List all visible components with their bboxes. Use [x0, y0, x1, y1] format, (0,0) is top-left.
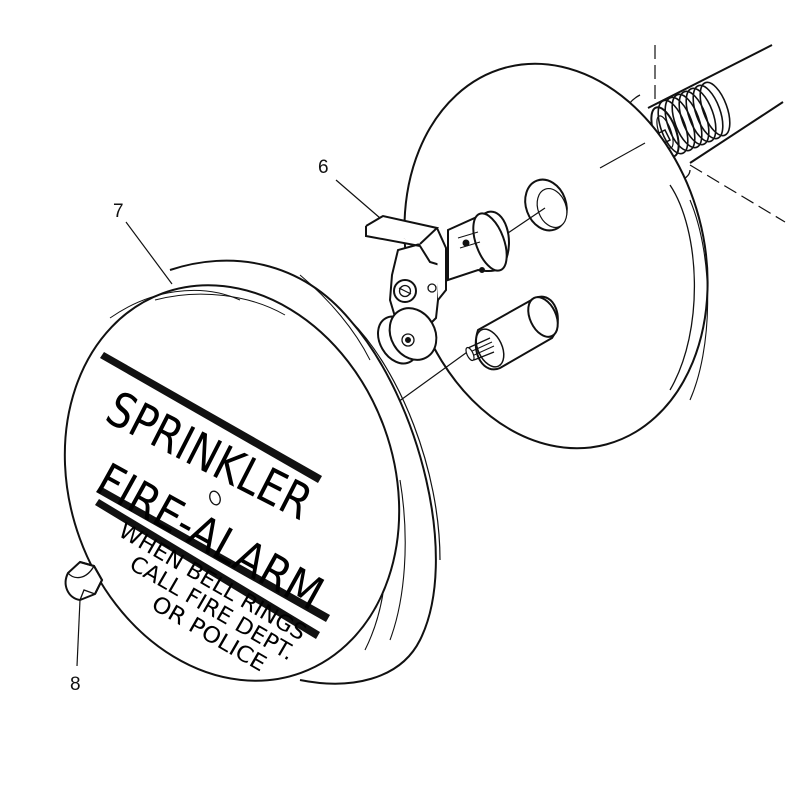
standoff-post	[465, 295, 559, 371]
callout-6: 6	[318, 157, 381, 219]
callout-label-8: 8	[70, 674, 81, 695]
striker-assembly	[365, 210, 510, 365]
sign-bar-middle	[96, 486, 330, 622]
callout-8: 8	[70, 599, 81, 695]
callout-label-7: 7	[113, 201, 124, 222]
sign-bar-top	[100, 352, 322, 483]
callout-label-6: 6	[318, 157, 329, 178]
callout-7: 7	[113, 201, 173, 285]
acorn-nut	[64, 560, 104, 602]
sign-bar-bottom	[95, 499, 320, 639]
